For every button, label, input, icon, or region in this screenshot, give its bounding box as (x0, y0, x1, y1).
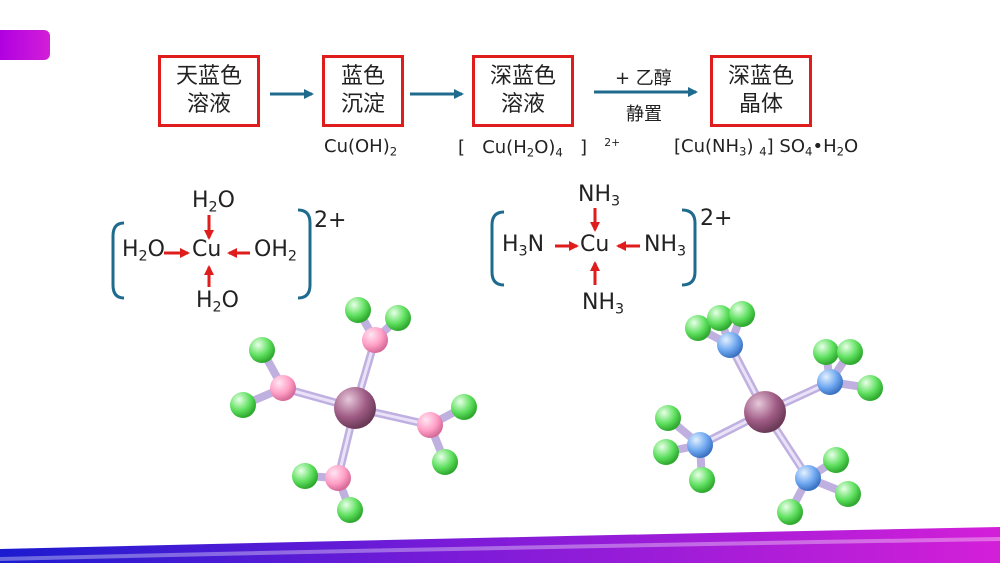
ammine-model (653, 301, 883, 525)
aqua-h-atom (249, 337, 275, 363)
aqua-h-atom (337, 497, 363, 523)
ammine-h-atom (707, 305, 733, 331)
ammine-ligand-right: NH3 (644, 232, 687, 260)
box-sky-blue-solution: 天蓝色 溶液 (158, 55, 260, 127)
aqua-ligand-right: OH2 (254, 237, 297, 265)
ammine-ligand-top: NH3 (578, 182, 621, 210)
aqua-cu-atom (334, 387, 376, 429)
box-line2: 溶液 (186, 92, 231, 117)
accent-tab (0, 30, 50, 60)
box-blue-precipitate: 蓝色 沉淀 (322, 55, 404, 127)
aqua-o-atom (325, 465, 351, 491)
ammine-n-atom (687, 432, 713, 458)
aqua-ligand-bottom: H2O (196, 288, 239, 316)
ammine-h-atom (857, 375, 883, 401)
box-line2: 晶体 (738, 92, 783, 117)
ammine-ligand-left: H3N (502, 232, 545, 260)
ammine-h-atom (655, 405, 681, 431)
ammine-ligand-bottom: NH3 (582, 290, 625, 318)
ammine-cu-atom (744, 391, 786, 433)
ammine-h-atom (653, 439, 679, 465)
aqua-bracket-left (111, 221, 125, 300)
formula-cu-oh-2: Cu(OH)2 (324, 136, 398, 159)
box-line2: 溶液 (500, 92, 545, 117)
formula-aqua-complex: [ Cu(H2O)4 ] 2+ (458, 136, 621, 160)
box-deep-blue-solution: 深蓝色 溶液 (472, 55, 574, 127)
aqua-h-atom (451, 394, 477, 420)
aqua-h-atom (345, 297, 371, 323)
aqua-bracket-right (297, 208, 312, 300)
bottom-wave (0, 527, 1000, 563)
box-line1: 天蓝色 (175, 64, 242, 89)
aqua-h-atom (432, 449, 458, 475)
ammine-n-atom (717, 332, 743, 358)
ammine-h-atom (729, 301, 755, 327)
ammine-h-atom (813, 339, 839, 365)
aqua-model (230, 297, 477, 523)
ammine-bracket-right (681, 208, 697, 287)
aqua-h-atom (230, 392, 256, 418)
ammine-h-atom (837, 339, 863, 365)
ammine-n-atom (817, 369, 843, 395)
arrow-label-stand: 静置 (626, 104, 662, 125)
aqua-o-atom (270, 375, 296, 401)
arrow-label-ethanol: + 乙醇 (615, 68, 672, 89)
box-deep-blue-crystal: 深蓝色 晶体 (710, 55, 812, 127)
box-line1: 深蓝色 (727, 64, 794, 89)
aqua-h-atom (385, 305, 411, 331)
ammine-h-atom (685, 315, 711, 341)
aqua-ligand-top: H2O (192, 188, 235, 216)
ammine-n-atom (795, 465, 821, 491)
ammine-bracket-left (490, 210, 505, 287)
ammine-h-atom (823, 447, 849, 473)
box-line2: 沉淀 (340, 92, 385, 117)
aqua-charge: 2+ (314, 208, 347, 233)
aqua-h-atom (292, 463, 318, 489)
box-line1: 蓝色 (340, 64, 385, 89)
ammine-center-cu: Cu (580, 232, 610, 257)
ammine-h-atom (689, 467, 715, 493)
aqua-center-cu: Cu (192, 237, 222, 262)
ammine-h-atom (835, 481, 861, 507)
aqua-o-atom (417, 412, 443, 438)
aqua-ligand-left: H2O (122, 237, 165, 265)
box-line1: 深蓝色 (489, 64, 556, 89)
formula-crystal: [Cu(NH3) 4] SO4•H2O (674, 136, 859, 159)
ammine-h-atom (777, 499, 803, 525)
ammine-charge: 2+ (700, 206, 733, 231)
aqua-o-atom (362, 327, 388, 353)
